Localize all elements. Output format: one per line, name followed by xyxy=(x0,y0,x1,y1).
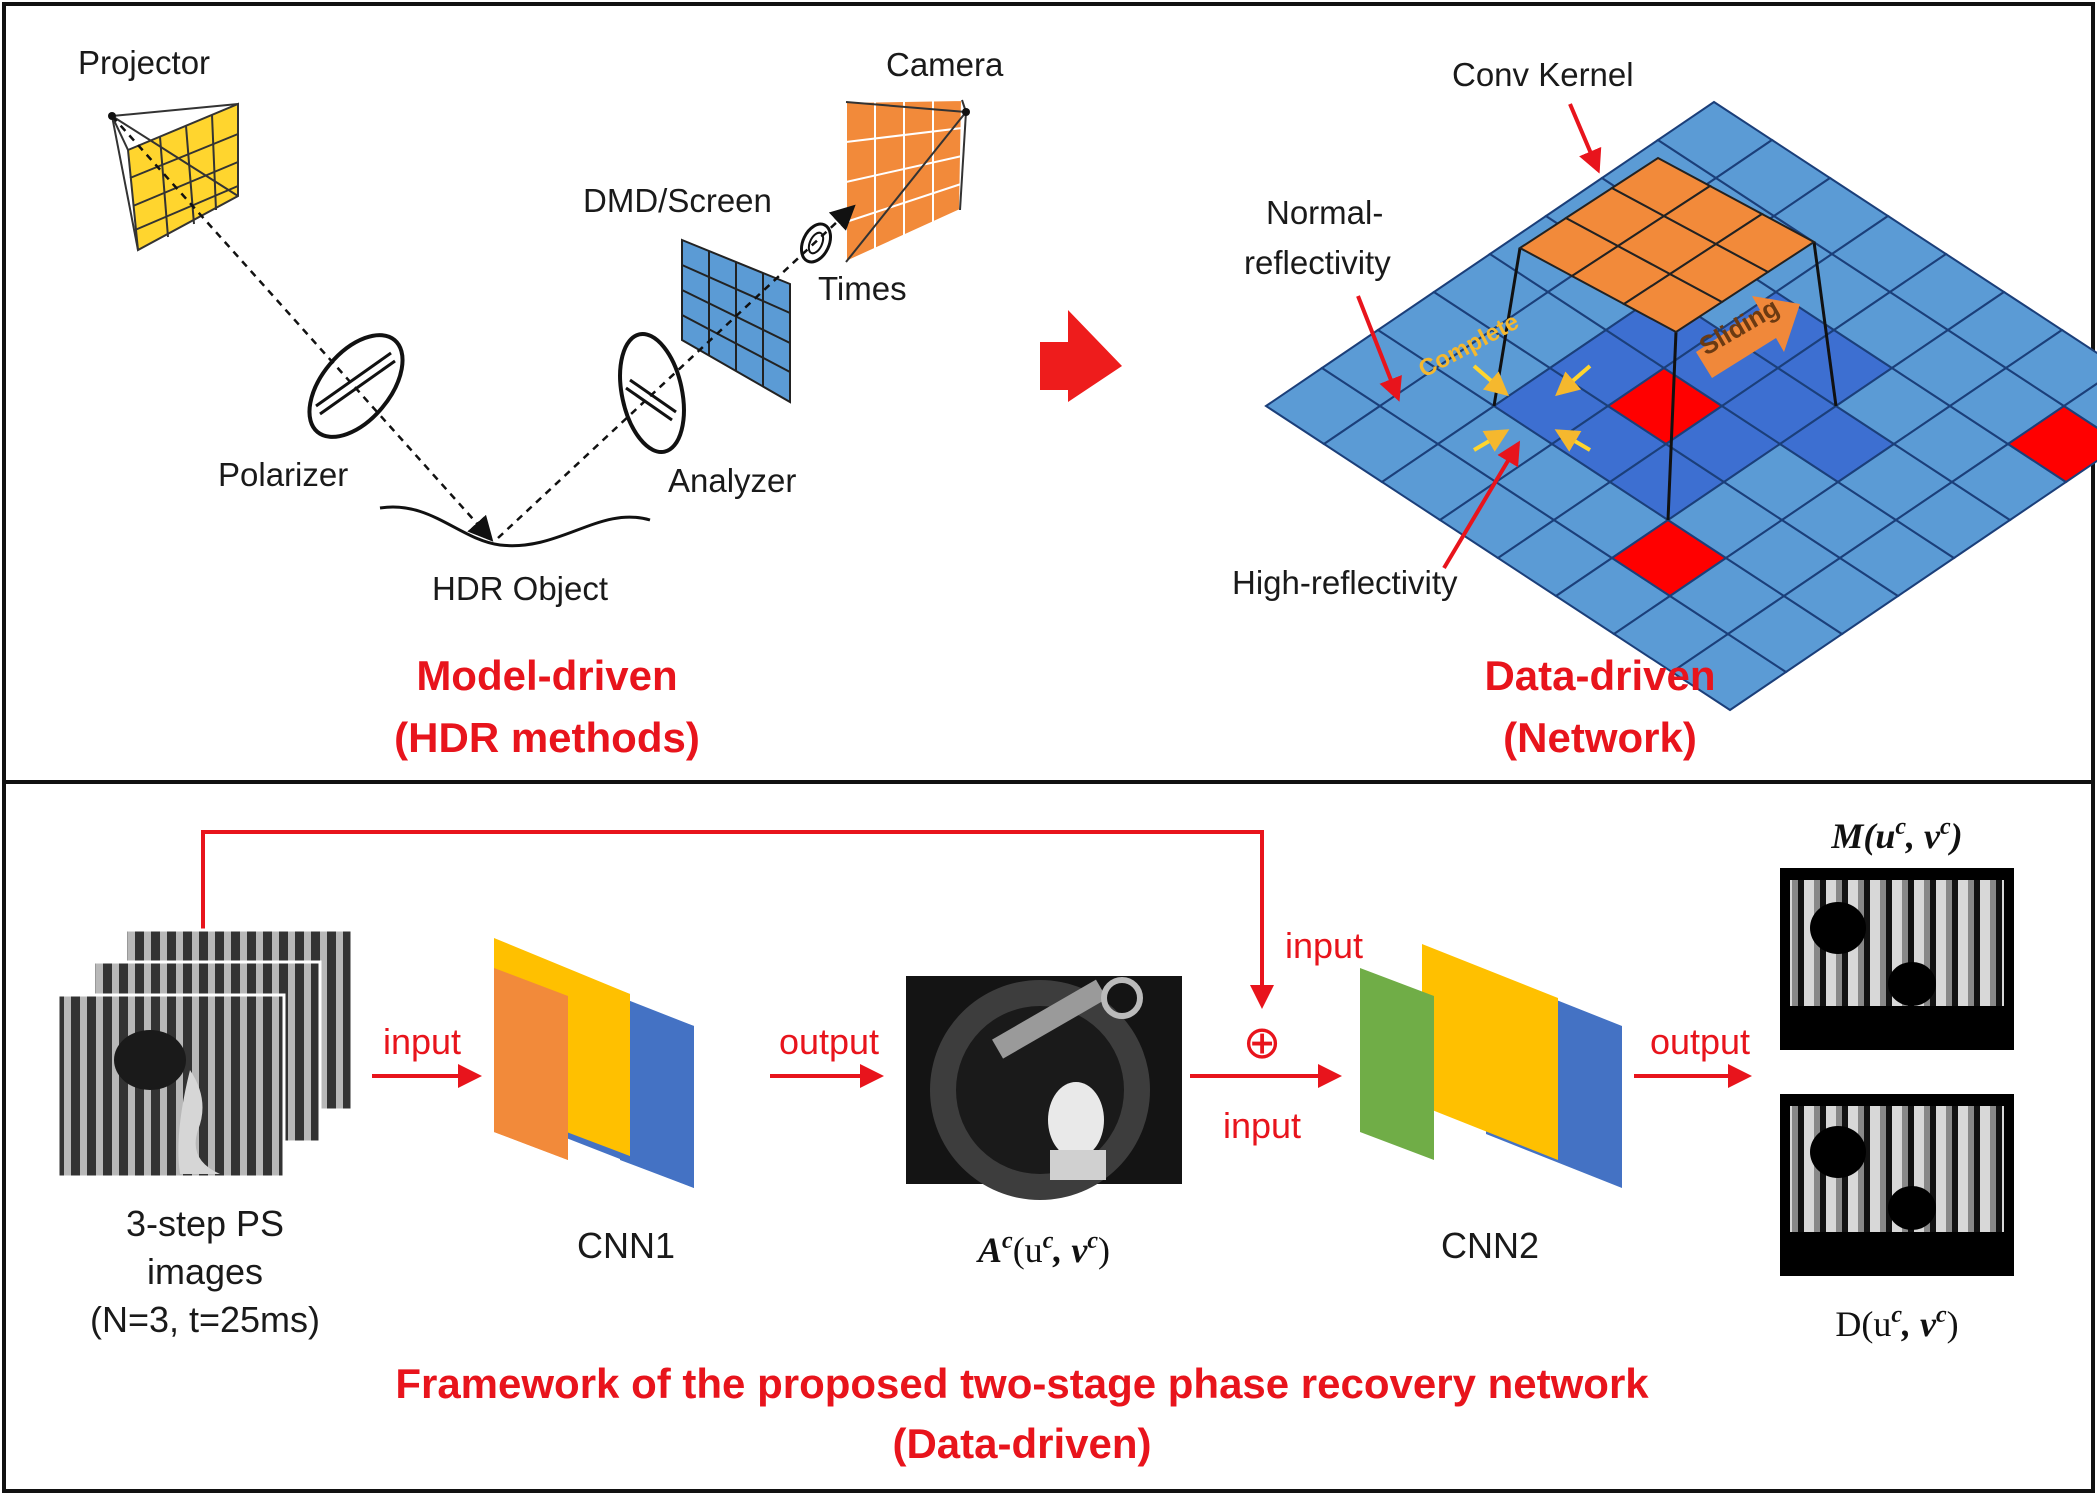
input-label-1: input xyxy=(383,1021,461,1062)
ac-image xyxy=(906,976,1182,1200)
kernel-projection-line xyxy=(1812,241,1838,407)
oplus-symbol: ⊕ xyxy=(1243,1015,1282,1069)
cnn1-block xyxy=(494,938,694,1188)
camera-label: Camera xyxy=(886,46,1004,83)
normal-reflectivity-pointer xyxy=(1356,295,1402,402)
ps-label-line3: (N=3, t=25ms) xyxy=(90,1299,320,1340)
ac-label: Ac(uc, vc) xyxy=(976,1228,1110,1270)
complete-arrow xyxy=(1554,429,1592,452)
grid-cell xyxy=(2062,382,2097,429)
complete-arrow xyxy=(1555,364,1592,397)
input-label-top: input xyxy=(1285,925,1363,966)
ps-label-line2: images xyxy=(147,1251,263,1292)
kernel-projection-line xyxy=(1666,331,1678,521)
framework-subtitle: (Data-driven) xyxy=(892,1420,1151,1467)
m-label: M(uc, vc) xyxy=(1830,814,1962,856)
model-driven-subtitle: (HDR methods) xyxy=(394,714,700,761)
times-label: Times xyxy=(818,270,907,307)
light-path-out xyxy=(497,204,856,539)
analyzer-label: Analyzer xyxy=(668,462,796,499)
cnn2-block xyxy=(1360,944,1622,1188)
m-output-image xyxy=(1780,868,2014,1050)
input-label-bottom: input xyxy=(1223,1105,1301,1146)
complete-arrow xyxy=(1472,364,1509,397)
grid-cell xyxy=(2004,328,2097,408)
polarizer-icon xyxy=(307,333,405,439)
skip-connection xyxy=(201,830,1274,1009)
cnn2-label: CNN2 xyxy=(1441,1225,1539,1266)
projector-label: Projector xyxy=(78,44,210,81)
high-label: High-reflectivity xyxy=(1232,564,1458,601)
projector-grid xyxy=(108,102,239,252)
d-label: D(uc, vc) xyxy=(1835,1302,1958,1344)
data-driven-title: Data-driven xyxy=(1484,652,1715,699)
normal-label-line1: Normal- xyxy=(1266,194,1383,231)
dmd-grid xyxy=(681,238,791,404)
output-label-1: output xyxy=(779,1021,879,1062)
conv-kernel-pointer xyxy=(1568,103,1602,174)
d-output-image xyxy=(1780,1094,2014,1276)
dmd-label: DMD/Screen xyxy=(583,182,772,219)
transition-arrow xyxy=(1040,310,1122,402)
ps-image-stack xyxy=(56,928,354,1179)
conv-kernel-label: Conv Kernel xyxy=(1452,56,1634,93)
conv-kernel-cell xyxy=(1714,212,1816,274)
polarizer-label: Polarizer xyxy=(218,456,348,493)
hdr-object-label: HDR Object xyxy=(432,570,608,607)
cnn1-label: CNN1 xyxy=(577,1225,675,1266)
high-reflectivity-pointer xyxy=(1442,440,1521,570)
high-reflectivity-cell xyxy=(2006,404,2097,484)
normal-label-line2: reflectivity xyxy=(1244,244,1391,281)
times-ring xyxy=(799,222,833,264)
camera-grid xyxy=(845,98,970,264)
sliding-arrow xyxy=(1696,296,1800,378)
framework-title: Framework of the proposed two-stage phas… xyxy=(395,1360,1649,1407)
hdr-object-surface xyxy=(379,505,651,548)
complete-arrow xyxy=(1472,429,1510,452)
model-driven-diagram: Projector Camera DMD/Screen xyxy=(78,44,1004,761)
ps-label-line1: 3-step PS xyxy=(126,1203,284,1244)
framework-diagram: 3-step PS images (N=3, t=25ms) input CNN… xyxy=(56,814,2014,1467)
light-path-in xyxy=(111,115,494,542)
output-label-2: output xyxy=(1650,1021,1750,1062)
model-driven-title: Model-driven xyxy=(416,652,677,699)
data-driven-subtitle: (Network) xyxy=(1503,714,1697,761)
